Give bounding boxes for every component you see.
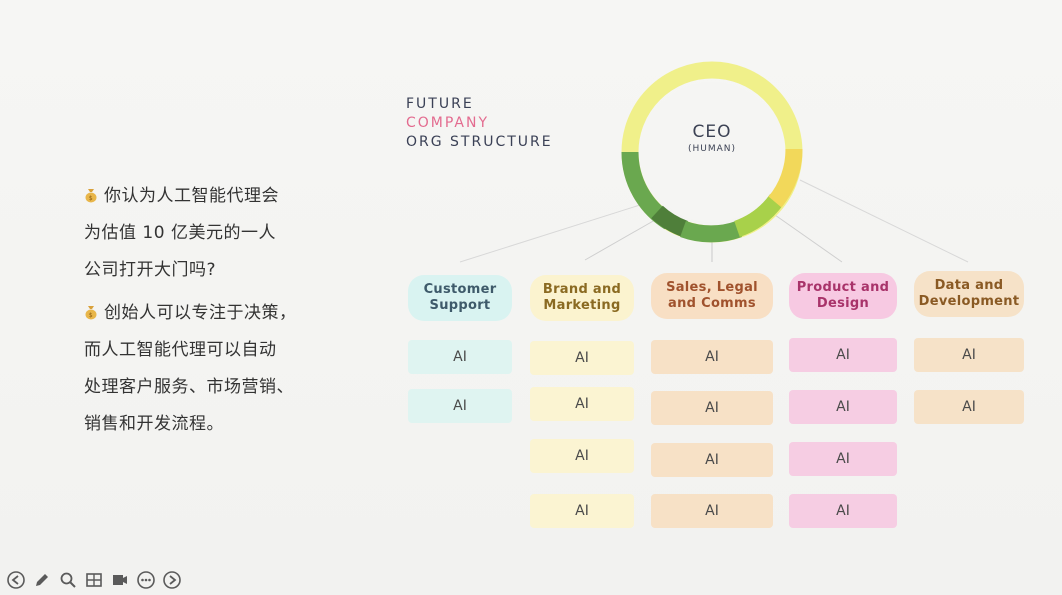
ai-cell: AI bbox=[789, 494, 897, 528]
ai-cell: AI bbox=[914, 390, 1024, 424]
forward-icon[interactable] bbox=[162, 570, 182, 590]
ai-cell: AI bbox=[651, 494, 773, 528]
money-bag-icon: $ bbox=[85, 189, 97, 203]
zoom-icon[interactable] bbox=[58, 570, 78, 590]
question-line-1: 你认为人工智能代理会 bbox=[104, 186, 279, 206]
ai-cell: AI bbox=[651, 340, 773, 374]
ai-cell: AI bbox=[789, 338, 897, 372]
video-icon[interactable] bbox=[110, 570, 130, 590]
answer-paragraph: $ 创始人可以专注于决策， 而人工智能代理可以自动 处理客户服务、市场营销、 销售… bbox=[84, 295, 344, 443]
ai-cell: AI bbox=[408, 340, 512, 374]
ai-cell: AI bbox=[530, 439, 634, 473]
svg-text:$: $ bbox=[89, 195, 93, 202]
ceo-label: CEO (HUMAN) bbox=[662, 122, 762, 154]
money-bag-icon: $ bbox=[85, 306, 97, 320]
presentation-toolbar bbox=[6, 570, 182, 590]
pen-icon[interactable] bbox=[32, 570, 52, 590]
question-line-2: 为估值 10 亿美元的一人 bbox=[84, 223, 276, 243]
ai-cell: AI bbox=[408, 389, 512, 423]
ai-cell: AI bbox=[530, 387, 634, 421]
grid-icon[interactable] bbox=[84, 570, 104, 590]
ai-cell: AI bbox=[530, 341, 634, 375]
svg-text:$: $ bbox=[89, 312, 93, 319]
ai-cell: AI bbox=[789, 390, 897, 424]
ai-cell: AI bbox=[914, 338, 1024, 372]
question-line-3: 公司打开大门吗? bbox=[84, 260, 217, 280]
title-line-future: FUTURE bbox=[406, 96, 474, 112]
ceo-ring bbox=[621, 61, 803, 243]
ai-cell: AI bbox=[651, 443, 773, 477]
back-icon[interactable] bbox=[6, 570, 26, 590]
title-line-company: COMPANY bbox=[406, 115, 490, 131]
ai-cell: AI bbox=[530, 494, 634, 528]
question-paragraph: $ 你认为人工智能代理会 为估值 10 亿美元的一人 公司打开大门吗? bbox=[84, 178, 344, 289]
ai-cell: AI bbox=[789, 442, 897, 476]
more-icon[interactable] bbox=[136, 570, 156, 590]
answer-line-4: 销售和开发流程。 bbox=[84, 414, 224, 434]
title-line-org-structure: ORG STRUCTURE bbox=[406, 134, 553, 150]
left-text-block: $ 你认为人工智能代理会 为估值 10 亿美元的一人 公司打开大门吗? $ 创始人可… bbox=[84, 178, 344, 449]
ceo-title: CEO bbox=[692, 122, 732, 142]
org-structure-title: FUTURE COMPANY ORG STRUCTURE bbox=[406, 95, 553, 152]
ai-cell: AI bbox=[651, 391, 773, 425]
ceo-subtitle: (HUMAN) bbox=[687, 144, 737, 154]
answer-line-3: 处理客户服务、市场营销、 bbox=[84, 377, 294, 397]
answer-line-2: 而人工智能代理可以自动 bbox=[84, 340, 277, 360]
answer-line-1: 创始人可以专注于决策， bbox=[104, 303, 297, 323]
